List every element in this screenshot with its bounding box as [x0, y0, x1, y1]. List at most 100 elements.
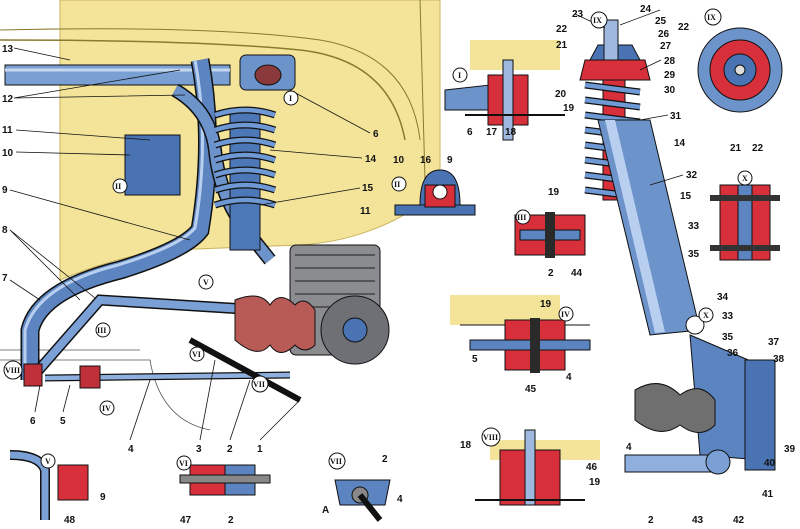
callout-23: 23 [572, 9, 584, 20]
callout-11b: 11 [360, 206, 371, 217]
callout-41: 41 [762, 489, 774, 500]
cv-boot [234, 295, 316, 353]
callout-29: 29 [664, 70, 676, 81]
marker-ii-main [112, 178, 128, 194]
stabilizer-bar-hl [23, 59, 204, 380]
callout-9b: 9 [447, 155, 453, 166]
callout-19-viii: 19 [589, 477, 601, 488]
marker-iii-detail [515, 209, 531, 225]
marker-i-main [283, 90, 299, 106]
callout-9: 9 [2, 185, 8, 196]
callout-12: 12 [2, 94, 14, 105]
marker-v-main-text: V [203, 278, 209, 287]
callout-45: 45 [525, 384, 537, 395]
marker-viii-detail [481, 427, 501, 447]
callout-14b: 14 [674, 138, 686, 149]
callout-35b: 35 [722, 332, 734, 343]
marker-i-detail [452, 67, 468, 83]
marker-iii-main-text: III [97, 326, 106, 335]
marker-ii-detail [391, 176, 407, 192]
callout-44: 44 [571, 268, 583, 279]
marker-v-detail [40, 453, 56, 469]
tie-rod [188, 337, 302, 403]
marker-ix-main-text: IX [593, 16, 602, 25]
callout-25: 25 [655, 16, 667, 27]
callout-22b: 22 [678, 22, 690, 33]
marker-v-main [198, 274, 214, 290]
detail-viii [475, 429, 600, 506]
lower-outline [0, 359, 211, 431]
coil-spring [213, 106, 277, 251]
detail-ix-mount [697, 27, 783, 113]
callout-31: 31 [670, 111, 682, 122]
callout-17: 17 [486, 127, 498, 138]
body-panel-line [419, 0, 426, 181]
callout-4: 4 [128, 444, 134, 455]
callout-A: A [322, 505, 329, 516]
detail-i [444, 40, 565, 141]
callout-4-r: 4 [626, 442, 632, 453]
marker-x-main [698, 307, 714, 323]
callout-19-iii: 19 [548, 187, 560, 198]
marker-i-detail-text: I [458, 71, 461, 80]
callout-6-top: 6 [373, 129, 379, 140]
marker-vii-detail [328, 452, 346, 470]
strut-top-bushing [254, 64, 282, 86]
callout-1: 1 [257, 444, 263, 455]
detail-vii [334, 479, 391, 522]
marker-iii-main [95, 322, 111, 338]
marker-ix-detail-text: IX [707, 13, 716, 22]
body-panel-edge-2 [0, 28, 421, 141]
callout-2: 2 [227, 444, 233, 455]
callout-3: 3 [196, 444, 202, 455]
callout-42: 42 [733, 515, 745, 526]
callout-18-viii: 18 [460, 440, 472, 451]
marker-ix-main [590, 11, 608, 29]
callout-24: 24 [640, 4, 652, 15]
marker-ii-detail-text: II [394, 180, 400, 189]
marker-vii-main [251, 375, 269, 393]
callout-2-iii: 2 [548, 268, 554, 279]
callout-34: 34 [717, 292, 729, 303]
callout-labels: 13 12 11 10 9 8 7 6 5 4 3 2 1 6 14 15 10… [2, 4, 796, 526]
callout-2-r: 2 [648, 515, 654, 526]
detail-v [9, 450, 89, 520]
detail-iv [450, 295, 591, 373]
marker-ix-detail [704, 8, 722, 26]
bar-end-bushing [23, 363, 43, 387]
callout-46: 46 [586, 462, 598, 473]
callout-20: 20 [555, 89, 567, 100]
callout-35: 35 [688, 249, 700, 260]
marker-viii-main-text: VIII [5, 366, 20, 375]
callout-10b: 10 [393, 155, 405, 166]
marker-iv-main [99, 400, 115, 416]
callout-33b: 33 [722, 311, 734, 322]
marker-x-detail-text: X [742, 174, 748, 183]
marker-vii-main-text: VII [253, 380, 265, 389]
callout-5-iv: 5 [472, 354, 478, 365]
marker-vii-detail-text: VII [330, 457, 342, 466]
callout-39: 39 [784, 444, 796, 455]
marker-v-detail-text: V [45, 457, 51, 466]
mount-bracket [124, 134, 181, 196]
marker-x-main-text: X [703, 311, 709, 320]
marker-vi-main-text: VI [192, 350, 201, 359]
callout-37: 37 [768, 337, 780, 348]
callout-38: 38 [773, 354, 785, 365]
callout-43: 43 [692, 515, 704, 526]
callout-2-vii: 2 [382, 454, 388, 465]
marker-iii-detail-text: III [517, 213, 526, 222]
callout-6: 6 [30, 416, 36, 427]
marker-x-detail [737, 170, 753, 186]
callout-36: 36 [727, 348, 739, 359]
callout-22c: 22 [752, 143, 764, 154]
callout-4-iv: 4 [566, 372, 572, 383]
callout-6-i: 6 [467, 127, 473, 138]
callout-27: 27 [660, 41, 672, 52]
callout-22a: 22 [556, 24, 568, 35]
callout-40: 40 [764, 458, 776, 469]
callout-32: 32 [686, 170, 698, 181]
callout-16: 16 [420, 155, 432, 166]
callout-5: 5 [60, 416, 66, 427]
